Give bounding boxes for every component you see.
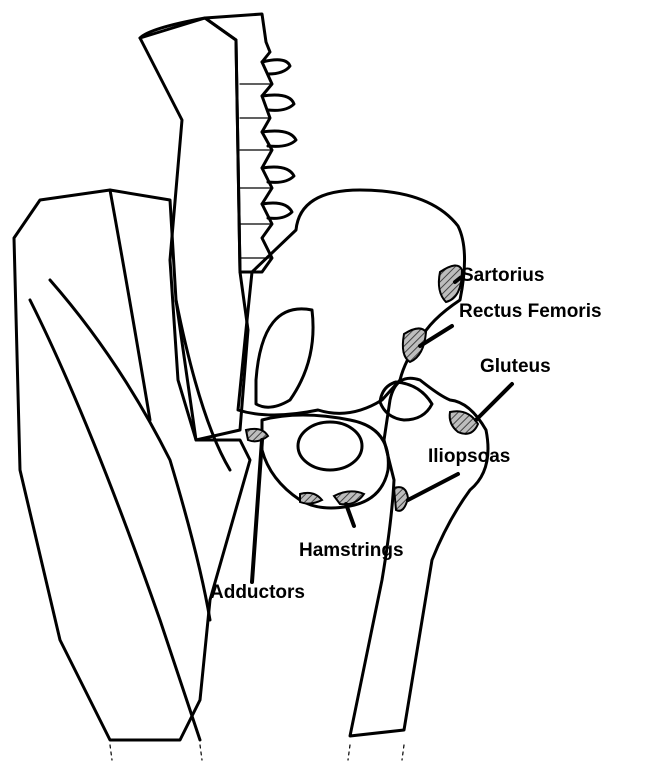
- lumbar-spine: [205, 14, 296, 272]
- adductors-attachment: [246, 429, 268, 441]
- thigh-muscles: [14, 190, 250, 740]
- hamstrings-attachment-2: [300, 493, 322, 504]
- adductors-leader: [252, 440, 262, 582]
- label-gluteus: Gluteus: [480, 356, 551, 377]
- label-rectus-femoris: Rectus Femoris: [459, 301, 602, 322]
- gluteus-leader: [476, 384, 512, 420]
- label-sartorius: Sartorius: [461, 265, 544, 286]
- sartorius-attachment: [439, 265, 462, 302]
- label-hamstrings: Hamstrings: [299, 540, 404, 561]
- iliopsoas-leader: [408, 474, 458, 500]
- attachment-sites: [246, 265, 478, 510]
- label-adductors: Adductors: [210, 582, 305, 603]
- label-iliopsoas: Iliopsoas: [428, 446, 510, 467]
- iliopsoas-attachment: [394, 487, 408, 511]
- cut-lines: [110, 745, 404, 760]
